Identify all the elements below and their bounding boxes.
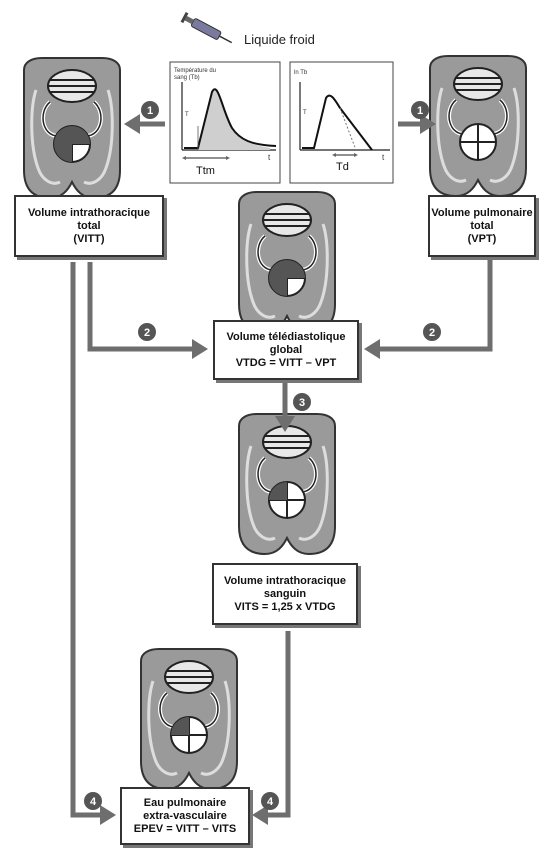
log-y-small: T <box>303 110 307 116</box>
step-badge-1-right: 1 <box>411 101 429 119</box>
vtdg-line-1: Volume télédiastolique <box>226 330 346 343</box>
vpt-line-2: total <box>470 219 494 232</box>
vitt-line-1: Volume intrathoracique <box>27 206 151 219</box>
vitt-line-3: (VITT) <box>73 232 105 245</box>
epev-line-1: Eau pulmonaire <box>143 796 227 809</box>
vtdg-line-2: global <box>269 343 303 356</box>
svg-text:3: 3 <box>299 397 305 409</box>
temperature-curve-panel: Température du sang (Tb) T t Ttm <box>169 61 281 184</box>
vitt-box: Volume intrathoracique total (VITT) <box>14 195 164 257</box>
epev-line-2: extra-vasculaire <box>143 809 227 822</box>
svg-text:4: 4 <box>90 796 97 808</box>
vtdg-box: Volume télédiastolique global VTDG = VIT… <box>213 320 359 380</box>
heart-icon-top-left <box>22 56 122 200</box>
inject-label: Liquide froid <box>244 32 315 47</box>
svg-text:1: 1 <box>147 105 153 117</box>
vits-line-3: VITS = 1,25 x VTDG <box>234 600 336 613</box>
vtdg-line-3: VTDG = VITT – VPT <box>235 356 337 369</box>
temp-axis-title-2: sang (Tb) <box>174 75 200 81</box>
heart-icon-lower-middle <box>237 412 337 556</box>
vpt-line-3: (VPT) <box>467 232 497 245</box>
ttm-label: Ttm <box>196 165 215 177</box>
svg-text:4: 4 <box>267 796 274 808</box>
syringe-icon <box>180 11 233 44</box>
svg-text:1: 1 <box>417 105 423 117</box>
connector-arrows <box>70 114 493 825</box>
vits-box: Volume intrathoracique sanguin VITS = 1,… <box>212 563 358 625</box>
temp-axis-title-1: Température du <box>174 68 216 74</box>
vpt-box: Volume pulmonaire total (VPT) <box>428 195 536 257</box>
step-badge-2-left: 2 <box>138 323 156 341</box>
epev-box: Eau pulmonaire extra-vasculaire EPEV = V… <box>120 787 250 845</box>
vpt-line-1: Volume pulmonaire <box>431 206 533 219</box>
vitt-line-2: total <box>77 219 101 232</box>
heart-icon-top-right <box>428 54 528 198</box>
epev-line-3: EPEV = VITT – VITS <box>133 822 237 835</box>
step-badge-4-right: 4 <box>261 792 279 810</box>
step-badge-2-right: 2 <box>423 323 441 341</box>
vits-line-1: Volume intrathoracique <box>223 574 347 587</box>
step-badge-3: 3 <box>293 393 311 411</box>
temp-y-small: T <box>185 112 189 118</box>
td-label: Td <box>336 161 349 173</box>
log-x-label: t <box>382 153 385 162</box>
heart-icon-middle <box>237 190 337 334</box>
log-axis-title: ln Tb <box>294 70 308 76</box>
log-curve-panel: ln Tb T t Td <box>289 61 394 184</box>
vits-line-2: sanguin <box>263 587 307 600</box>
svg-text:2: 2 <box>144 327 150 339</box>
temp-x-label: t <box>268 153 271 162</box>
svg-text:2: 2 <box>429 327 435 339</box>
step-badge-1-left: 1 <box>141 101 159 119</box>
step-badge-4-left: 4 <box>84 792 102 810</box>
heart-icon-bottom <box>139 647 239 791</box>
